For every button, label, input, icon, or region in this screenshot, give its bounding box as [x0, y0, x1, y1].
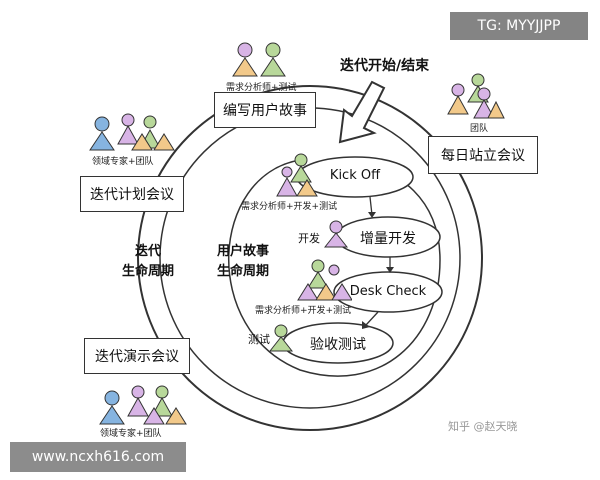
daily-standup-box: 每日站立会议: [428, 136, 538, 174]
role-label-test: 测试: [248, 333, 270, 346]
watermark-zhihu: 知乎 @赵天晓: [448, 420, 518, 433]
iteration-cycle-outer-ring: [137, 85, 483, 431]
desk-check-ellipse: [333, 271, 443, 313]
role-label-ba-dev-test-2: 需求分析师+开发+测试: [255, 306, 352, 316]
story-lifecycle-label: 用户故事 生命周期: [210, 242, 276, 282]
start-end-arrow: [338, 80, 386, 144]
story-lifecycle-line2: 生命周期: [216, 264, 269, 279]
person-icon-dev: [323, 220, 349, 248]
iteration-demo-box: 迭代演示会议: [84, 338, 190, 374]
arrow-head-3: [362, 321, 370, 329]
arrow-head-1: [368, 212, 376, 218]
story-cycle-arc: [228, 159, 441, 377]
step-kickoff: Kick Off: [329, 168, 381, 183]
iteration-lifecycle-label: 迭代 生命周期: [118, 242, 178, 282]
role-label-ba-dev-test-1: 需求分析师+开发+测试: [241, 202, 338, 212]
people-icon-group-desk-check: [297, 259, 352, 301]
role-label-team: 团队: [470, 124, 489, 134]
iteration-lifecycle-line1: 迭代: [134, 244, 161, 259]
iteration-planning-box: 迭代计划会议: [80, 176, 184, 212]
people-icon-group-domain-top: [89, 113, 175, 151]
role-label-dev: 开发: [298, 232, 320, 245]
people-icon-group-kickoff: [276, 153, 318, 197]
role-label-domain-top: 领域专家+团队: [92, 157, 154, 167]
cycle-start-end-label: 迭代开始/结束: [340, 58, 430, 74]
step-acceptance-test: 验收测试: [310, 337, 366, 353]
role-label-domain-bottom: 领域专家+团队: [100, 429, 162, 439]
iteration-lifecycle-line2: 生命周期: [121, 264, 174, 279]
watermark-url: www.ncxh616.com: [10, 442, 186, 472]
arrow-head-2: [386, 267, 394, 273]
watermark-top-right: TG: MYYJJPP: [450, 12, 588, 40]
step-desk-check: Desk Check: [349, 284, 427, 299]
people-icon-group-domain-bottom: [99, 385, 187, 425]
story-lifecycle-line1: 用户故事: [216, 244, 269, 259]
step-development: 增量开发: [360, 231, 416, 247]
role-label-ba-test: 需求分析师+测试: [226, 83, 297, 93]
people-icon-group-team: [447, 73, 505, 119]
arrow-desk-to-accept: [365, 311, 379, 326]
person-icon-test: [268, 324, 294, 352]
people-icon-group-ba-test: [232, 42, 286, 77]
write-stories-box: 编写用户故事: [214, 92, 316, 128]
